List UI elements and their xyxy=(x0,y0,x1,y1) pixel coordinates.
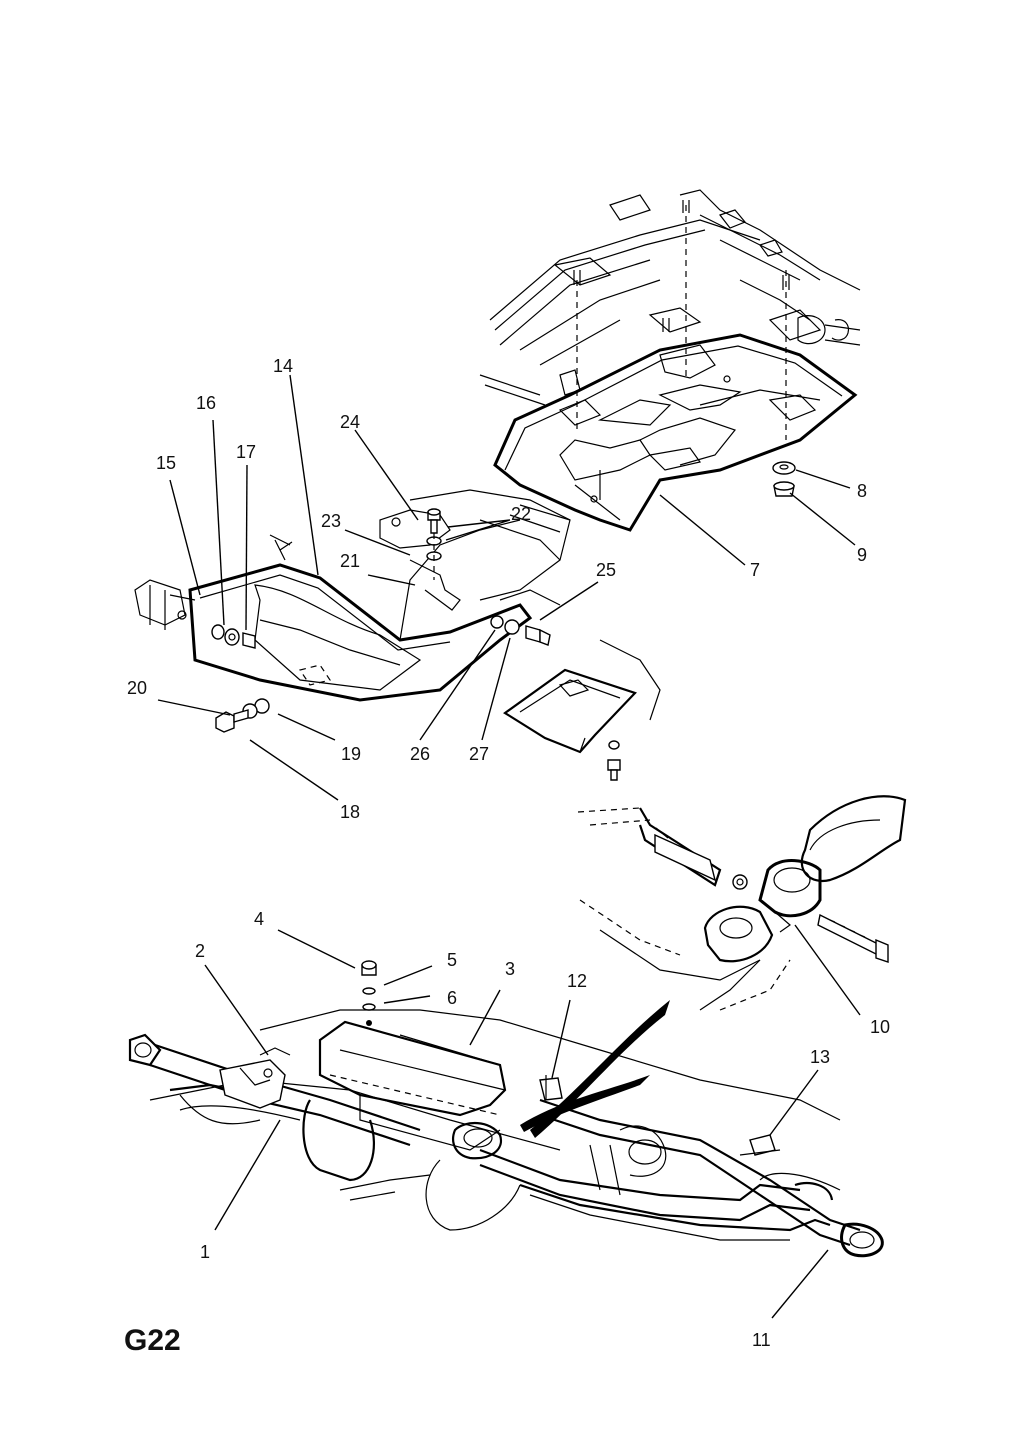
bolt-washers-18-20 xyxy=(215,698,270,733)
callout-25: 25 xyxy=(596,560,616,580)
washers-15-17 xyxy=(211,624,256,649)
callout-15: 15 xyxy=(156,453,176,473)
callout-7: 7 xyxy=(750,560,760,580)
callout-1: 1 xyxy=(200,1242,210,1262)
heat-shield-7 xyxy=(493,333,858,532)
underbody-floor-assembly xyxy=(479,189,861,440)
callout-6: 6 xyxy=(447,988,457,1008)
callout-4: 4 xyxy=(254,909,264,929)
callout-labels: 1 2 3 4 5 6 7 8 9 10 11 12 13 14 15 16 1… xyxy=(127,356,890,1350)
callout-19: 19 xyxy=(341,744,361,764)
small-shield-bracket xyxy=(503,639,661,781)
nut-washer-8-9 xyxy=(772,461,796,497)
callout-8: 8 xyxy=(857,481,867,501)
bracket-and-shield-14 xyxy=(134,489,571,702)
callout-9: 9 xyxy=(857,545,867,565)
callout-3: 3 xyxy=(505,959,515,979)
callout-23: 23 xyxy=(321,511,341,531)
callout-13: 13 xyxy=(810,1047,830,1067)
bolt-washers-25-27 xyxy=(490,615,551,646)
callout-20: 20 xyxy=(127,678,147,698)
callout-16: 16 xyxy=(196,393,216,413)
callout-22: 22 xyxy=(511,504,531,524)
callout-21: 21 xyxy=(340,551,360,571)
pipe-clamp-10 xyxy=(577,795,907,1011)
leader-lines xyxy=(157,374,861,1319)
callout-27: 27 xyxy=(469,744,489,764)
callout-18: 18 xyxy=(340,802,360,822)
callout-24: 24 xyxy=(340,412,360,432)
callout-12: 12 xyxy=(567,971,587,991)
callout-14: 14 xyxy=(273,356,293,376)
exhaust-system xyxy=(128,1009,884,1258)
bolt-washers-22 xyxy=(426,508,442,580)
callout-17: 17 xyxy=(236,442,256,462)
bolt-washers-4-6 xyxy=(361,960,377,1026)
callout-11: 11 xyxy=(752,1330,771,1350)
hangers-fill xyxy=(520,1000,670,1138)
callout-26: 26 xyxy=(410,744,430,764)
callout-5: 5 xyxy=(447,950,457,970)
callout-10: 10 xyxy=(870,1017,890,1037)
callout-2: 2 xyxy=(195,941,205,961)
page-code: G22 xyxy=(124,1324,181,1357)
